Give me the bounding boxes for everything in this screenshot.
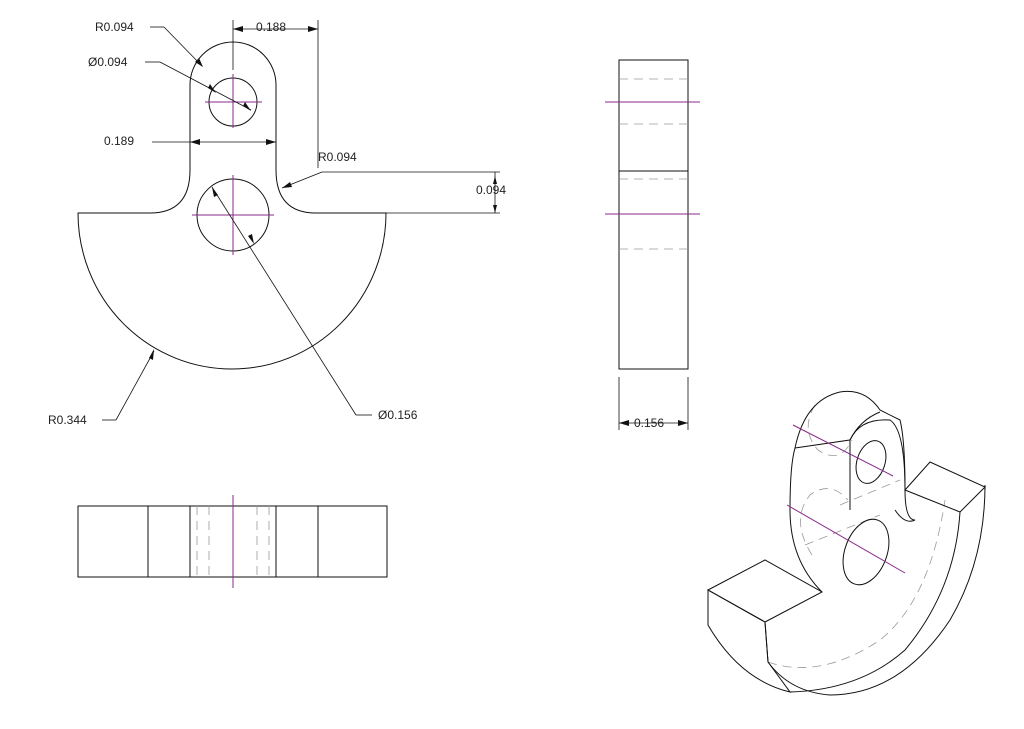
iso-top-hole [855, 440, 887, 484]
arrow-0094-b [493, 205, 497, 213]
top-view [77, 495, 388, 588]
iso-lug-top [794, 439, 851, 510]
iso-hidden-back-arc [767, 499, 946, 668]
label-0094: 0.094 [476, 183, 506, 197]
isometric-view [706, 390, 986, 696]
leader-base-radius-diag [115, 350, 155, 421]
iso-front-curved-face [764, 484, 986, 696]
arrow-0189-b [266, 139, 276, 145]
iso-hidden-circle-1 [800, 488, 849, 556]
label-0189: 0.189 [104, 134, 134, 148]
arrow-0188-b [308, 26, 318, 32]
iso-center-main [786, 504, 906, 574]
front-view [77, 41, 387, 370]
iso-hidden-line-1 [839, 479, 901, 506]
arrow-0094-a [493, 176, 497, 184]
arrow-fillet [282, 182, 292, 188]
side-view [605, 59, 700, 370]
iso-left-outer-face [707, 589, 792, 693]
leader-top-hole-diag [159, 61, 252, 111]
label-base-radius: R0.344 [48, 413, 87, 427]
iso-outer-curve [789, 511, 961, 693]
leader-main-hole [211, 186, 357, 416]
arrow-0188-a [233, 26, 243, 32]
leader-top-radius-diag [163, 26, 203, 67]
arrow-0189-a [190, 139, 200, 145]
iso-lug-front [794, 390, 916, 522]
label-main-hole: Ø0.156 [378, 408, 418, 422]
side-view-dimensions: 0.156 [618, 377, 689, 430]
arrow-main-hole-a [212, 187, 218, 197]
arrow-main-hole-b [248, 234, 254, 244]
iso-lug-side [849, 411, 881, 441]
label-top-hole: Ø0.094 [88, 55, 128, 69]
iso-hidden-circle-2 [807, 404, 853, 457]
label-fillet: R0.094 [318, 150, 357, 164]
label-top-radius: R0.094 [95, 20, 134, 34]
arrow-base-radius [149, 349, 154, 360]
iso-main-hole [842, 518, 890, 586]
arrow-top-radius [195, 58, 203, 67]
front-view-outline [77, 41, 387, 370]
front-view-dimensions: R0.094 Ø0.094 0.188 0.189 R0.094 0.094 [48, 20, 506, 427]
iso-lug-face [849, 419, 906, 491]
iso-right-top-face [904, 461, 986, 513]
arrow-0156-b [678, 420, 688, 426]
arrow-0156-a [619, 420, 629, 426]
arrow-top-hole-b [243, 102, 251, 111]
iso-center-top [792, 424, 894, 477]
label-0156: 0.156 [634, 416, 664, 430]
iso-inner-curve [789, 447, 823, 593]
arrow-top-hole-a [208, 84, 216, 93]
label-0188: 0.188 [256, 20, 286, 34]
